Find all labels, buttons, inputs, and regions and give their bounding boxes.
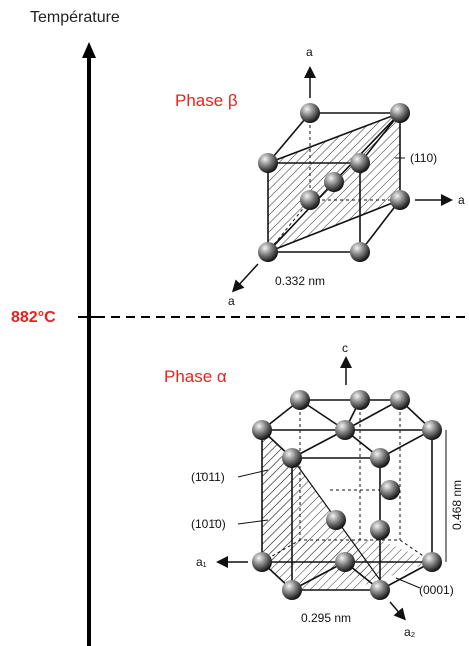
beta-axis-bottom-arrow-icon — [231, 263, 259, 293]
alpha-plane-prismatic-label: (101̄0) — [191, 517, 226, 531]
alpha-param-c: 0.468 nm — [450, 480, 464, 530]
hcp-unit-cell — [252, 390, 442, 600]
alpha-phase-title: Phase α — [164, 367, 227, 386]
alpha-axis-a1-label: a₁ — [196, 555, 207, 569]
beta-axis-bottom-label: a — [228, 294, 235, 308]
alpha-axis-a2-label: a₂ — [404, 625, 416, 639]
alpha-axis-a2-arrow-icon — [389, 601, 406, 621]
alpha-axis-c-label: c — [342, 341, 348, 355]
temperature-axis-arrow-icon — [82, 42, 96, 58]
beta-axis-top-label: a — [306, 45, 313, 59]
transition-temperature: 882°C — [11, 309, 56, 326]
alpha-plane-basal-label: (0001) — [419, 583, 454, 597]
beta-plane-label: (110) — [410, 151, 437, 165]
beta-axis-right-label: a — [458, 193, 465, 207]
alpha-pyramidal-leader — [237, 469, 269, 478]
bcc-unit-cell — [258, 103, 410, 262]
alpha-plane-pyramidal-label: (1̄011) — [191, 470, 225, 484]
axis-title: Température — [30, 9, 120, 26]
beta-lattice-param: 0.332 nm — [275, 274, 325, 288]
alpha-basal-leader — [395, 577, 421, 589]
beta-phase-title: Phase β — [175, 91, 238, 110]
alpha-prismatic-leader — [237, 519, 269, 525]
alpha-param-a: 0.295 nm — [301, 611, 351, 625]
